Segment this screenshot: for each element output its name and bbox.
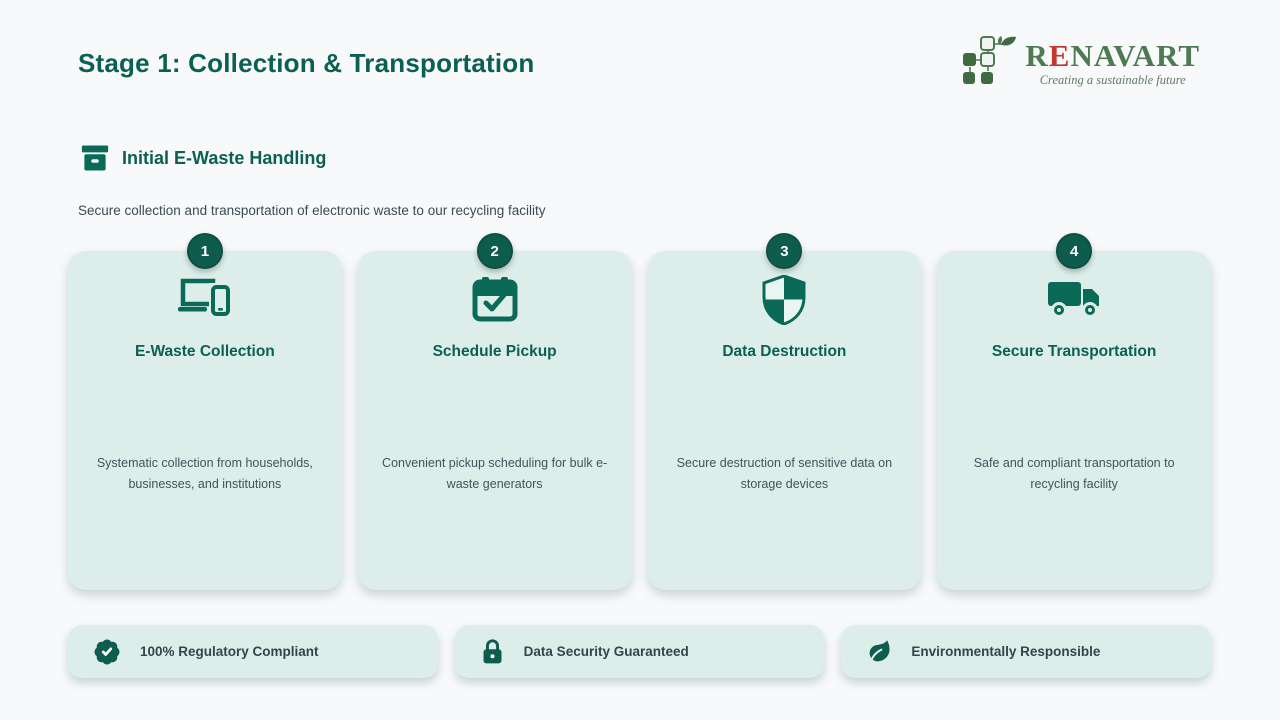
step-description: Safe and compliant transportation to rec… (973, 456, 1175, 491)
step-title: E-Waste Collection (134, 343, 275, 360)
shield-icon (648, 275, 922, 325)
brand-tagline: Creating a sustainable future (1039, 73, 1186, 87)
step-card-data-destruction: 3 Data Destruction Secu (647, 233, 922, 590)
step-card-ewaste-collection: 1 E-Waste Collection Systematic collecti… (68, 233, 342, 590)
archive-box-icon (80, 143, 110, 173)
steps-row: 1 E-Waste Collection Systematic collecti… (68, 233, 1211, 590)
step-card-schedule-pickup: 2 Schedule Pickup Convenient pickup sche… (357, 233, 632, 590)
step-title: Data Destruction (722, 343, 847, 360)
step-description: Systematic collection from households, b… (96, 456, 313, 491)
devices-icon (68, 275, 342, 325)
step-number-badge: 4 (1056, 233, 1093, 269)
assurances-row: 100% Regulatory Compliant Data Security … (68, 625, 1212, 678)
brand-name: RENAVART (1025, 38, 1200, 73)
section-subtitle: Secure collection and transportation of … (78, 203, 546, 218)
renavart-logo-icon (961, 34, 1017, 88)
step-card-secure-transportation: 4 Secure Transportation Safe and complia… (937, 233, 1211, 590)
step-title: Schedule Pickup (432, 343, 557, 360)
assurance-data-security: Data Security Guaranteed (454, 625, 825, 678)
assurance-regulatory-compliant: 100% Regulatory Compliant (68, 625, 438, 678)
calendar-check-icon (358, 275, 632, 325)
step-description: Convenient pickup scheduling for bulk e-… (382, 456, 608, 491)
section-heading: Initial E-Waste Handling (122, 147, 327, 168)
assurance-environment: Environmentally Responsible (841, 625, 1212, 678)
step-description: Secure destruction of sensitive data on … (676, 456, 893, 491)
truck-icon (937, 275, 1211, 325)
step-number-badge: 3 (766, 233, 803, 269)
step-number-badge: 1 (186, 233, 223, 269)
step-number-badge: 2 (476, 233, 513, 269)
section-header: Initial E-Waste Handling (80, 143, 326, 173)
badge-check-icon (92, 637, 122, 667)
assurance-label: 100% Regulatory Compliant (140, 644, 319, 659)
brand-wordmark: RENAVART Creating a sustainable future (1025, 40, 1200, 88)
brand-logo: RENAVART Creating a sustainable future (961, 34, 1200, 88)
lock-icon (479, 638, 506, 665)
assurance-label: Data Security Guaranteed (523, 644, 689, 659)
page-title: Stage 1: Collection & Transportation (78, 48, 535, 78)
leaf-icon (865, 638, 893, 666)
assurance-label: Environmentally Responsible (911, 644, 1101, 659)
step-title: Secure Transportation (991, 343, 1157, 360)
